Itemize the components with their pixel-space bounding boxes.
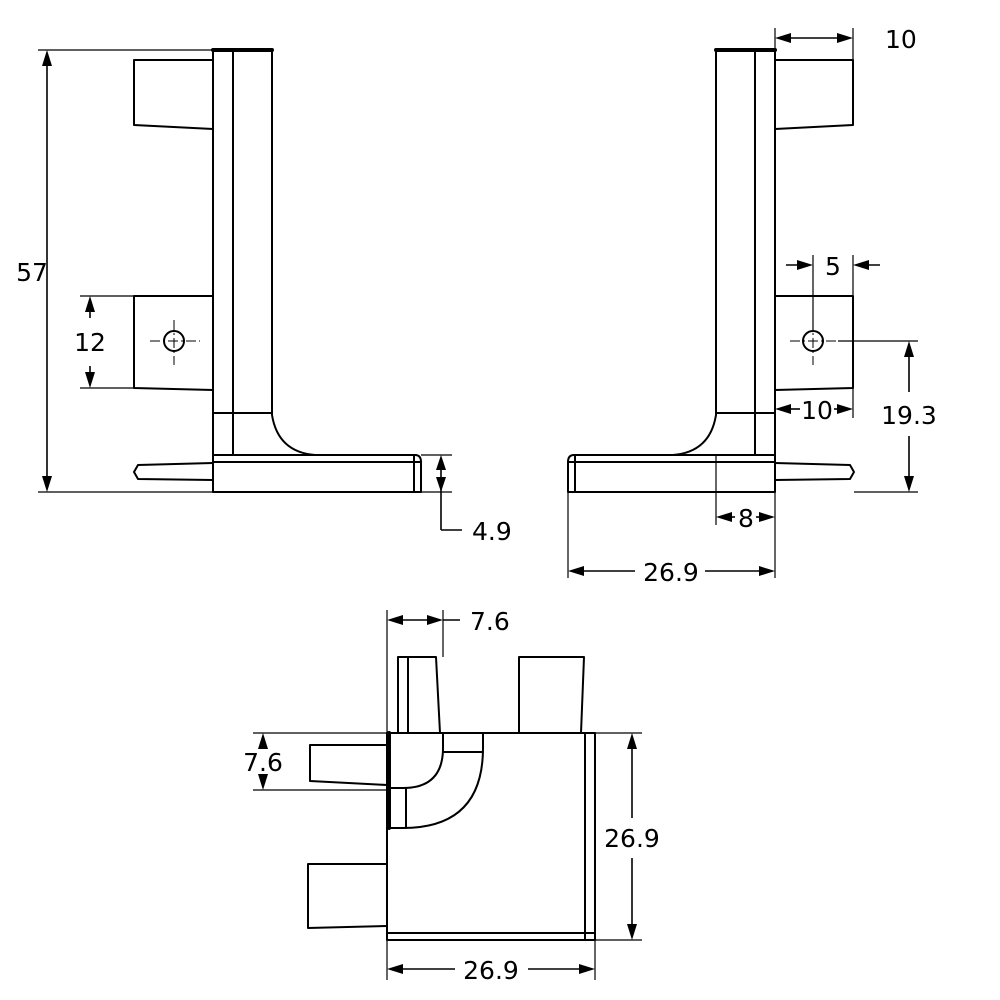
right-lower-tab bbox=[774, 295, 854, 391]
dim-tab-width-7-6: 7.6 bbox=[243, 748, 283, 777]
dim-hole-height-19-3: 19.3 bbox=[881, 401, 937, 430]
dim-height-57: 57 bbox=[16, 258, 48, 287]
top-base-square bbox=[386, 732, 596, 941]
dim-tab-width-10-lower: 10 bbox=[801, 396, 833, 425]
left-base-tongue bbox=[133, 462, 214, 481]
right-side-view: 10 5 10 19.3 8 bbox=[567, 25, 937, 587]
left-upper-tab bbox=[133, 59, 214, 130]
top-upper-side-tab bbox=[309, 744, 388, 786]
top-corner-wall bbox=[386, 732, 484, 829]
dim-base-length-26-9: 26.9 bbox=[643, 558, 699, 587]
top-left-post bbox=[397, 656, 441, 734]
left-lower-tab bbox=[133, 295, 214, 391]
dim-wall-thickness-8: 8 bbox=[738, 504, 754, 533]
top-right-post bbox=[518, 656, 585, 734]
top-lower-side-tab bbox=[307, 863, 388, 929]
right-base-tongue bbox=[774, 462, 855, 481]
dim-hole-offset-5: 5 bbox=[825, 252, 841, 281]
dim-tab-width-10-top: 10 bbox=[885, 25, 917, 54]
dim-width-26-9: 26.9 bbox=[463, 956, 519, 985]
right-upper-tab bbox=[774, 59, 854, 130]
left-side-view: 57 12 4.9 bbox=[16, 48, 512, 546]
right-wall bbox=[567, 49, 776, 493]
top-view: 7.6 7.6 26.9 26.9 bbox=[243, 607, 660, 985]
dim-post-width-7-6: 7.6 bbox=[470, 607, 510, 636]
left-wall bbox=[212, 49, 422, 493]
dim-base-thickness-4-9: 4.9 bbox=[472, 517, 512, 546]
dim-depth-26-9: 26.9 bbox=[604, 824, 660, 853]
dim-tab-height-12: 12 bbox=[74, 328, 106, 357]
